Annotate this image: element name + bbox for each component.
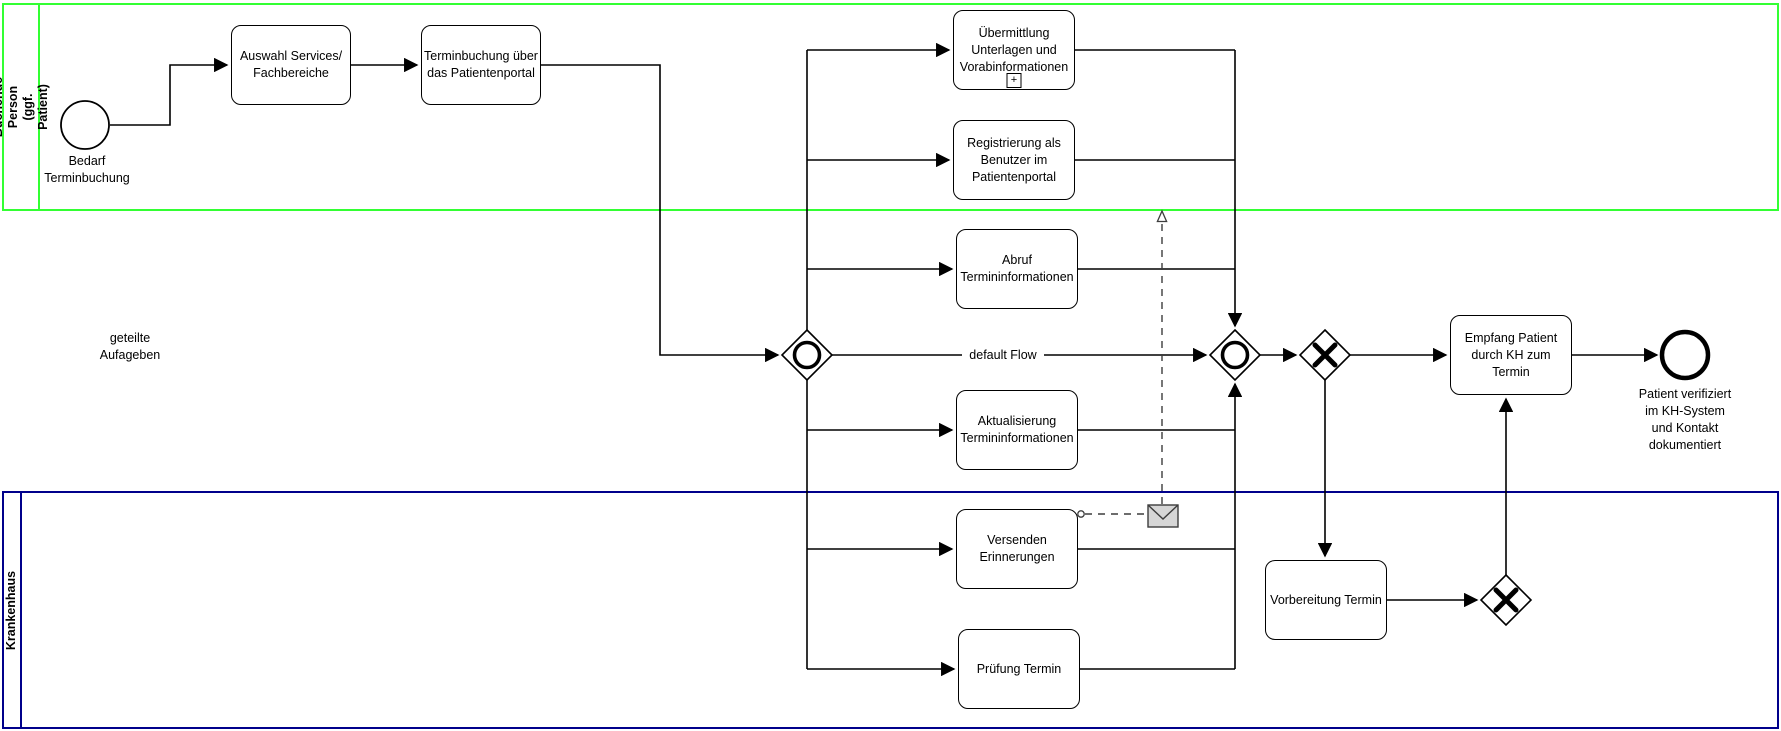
task-uebermittlung-unterlagen-label: Übermittlung Unterlagen und Vorabinforma… [959,25,1069,74]
gateway-inclusive-join[interactable] [1208,328,1262,382]
gateway-exclusive-main[interactable] [1298,328,1352,382]
gateway-inclusive-split[interactable] [780,328,834,382]
task-abruf-termininformationen[interactable]: Abruf Termininformationen [956,229,1078,309]
task-auswahl-services-label: Auswahl Services/ Fachbereiche [239,49,343,80]
task-abruf-termininformationen-label: Abruf Termininformationen [960,253,1074,284]
end-event-circle[interactable] [1659,329,1711,381]
lane-buchende-separator [38,5,40,209]
task-versenden-erinnerungen[interactable]: Versenden Erinnerungen [956,509,1078,589]
task-terminbuchung-portal[interactable]: Terminbuchung über das Patientenportal [421,25,541,105]
task-terminbuchung-portal-label: Terminbuchung über das Patientenportal [424,49,538,80]
task-versenden-erinnerungen-label: Versenden Erinnerungen [979,533,1055,564]
task-aktualisierung-termininformationen[interactable]: Aktualisierung Termininformationen [956,390,1078,470]
flow-terminbuchung-to-split [541,64,780,363]
flow-start-to-auswahl [110,57,229,126]
start-event-label: Bedarf Terminbuchung [44,154,130,185]
shared-tasks-annotation: geteilte Aufageben [99,331,161,362]
task-registrierung-benutzer-label: Registrierung als Benutzer im Patientenp… [967,135,1061,184]
task-vorbereitung-termin-label: Vorbereitung Termin [1270,592,1382,607]
message-flows [1085,221,1163,515]
task-auswahl-services[interactable]: Auswahl Services/ Fachbereiche [231,25,351,105]
task-empfang-patient[interactable]: Empfang Patient durch KH zum Termin [1450,315,1572,395]
gateway-exclusive-prep[interactable] [1479,573,1533,627]
task-vorbereitung-termin[interactable]: Vorbereitung Termin [1265,560,1387,640]
sequence-flows [110,42,1659,677]
start-event-circle[interactable] [60,100,110,150]
lane-buchende-person: Buchende Person (ggf. Patient) [0,3,1779,211]
end-event-label: Patient verifiziert im KH-System und Kon… [1638,387,1732,452]
task-aktualisierung-termininformationen-label: Aktualisierung Termininformationen [960,414,1074,445]
task-empfang-patient-label: Empfang Patient durch KH zum Termin [1464,330,1558,379]
message-flow-open-arrowhead [1156,209,1168,223]
lane-krankenhaus-separator [20,493,22,727]
task-pruefung-termin[interactable]: Prüfung Termin [958,629,1080,709]
default-flow-label: default Flow [962,348,1044,363]
message-flow-source-dot [1077,510,1085,518]
task-pruefung-termin-label: Prüfung Termin [976,661,1062,676]
lane-krankenhaus: Krankenhaus [2,491,1779,729]
subprocess-plus-icon[interactable]: + [1006,73,1022,88]
envelope-icon[interactable] [1147,504,1179,528]
task-registrierung-benutzer[interactable]: Registrierung als Benutzer im Patientenp… [953,120,1075,200]
task-uebermittlung-unterlagen[interactable]: Übermittlung Unterlagen und Vorabinforma… [953,10,1075,90]
